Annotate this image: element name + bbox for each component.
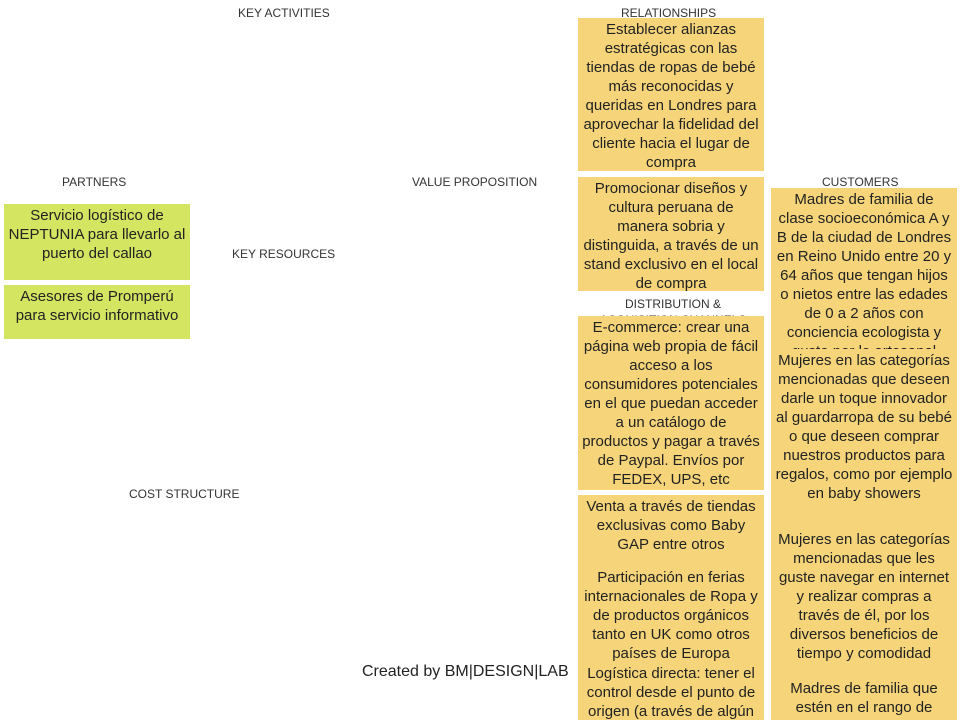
value-proposition-header: VALUE PROPOSITION xyxy=(412,175,538,189)
key-resources-header: KEY RESOURCES xyxy=(232,247,336,261)
key-activities-header: KEY ACTIVITIES xyxy=(238,6,330,20)
channel-note: Logística directa: tener el control desd… xyxy=(578,662,764,720)
partner-note: Asesores de Promperú para servicio infor… xyxy=(4,285,190,339)
customer-note: Madres de familia que estén en el rango … xyxy=(771,677,957,720)
customer-note: Mujeres en las categorías mencionadas qu… xyxy=(771,528,957,679)
customers-header: CUSTOMERS xyxy=(822,175,899,189)
customer-note: Madres de familia de clase socioeconómic… xyxy=(771,188,957,379)
partner-note: Servicio logístico de NEPTUNIA para llev… xyxy=(4,204,190,280)
customer-note: Mujeres en las categorías mencionadas qu… xyxy=(771,349,957,539)
channel-note: Venta a través de tiendas exclusivas com… xyxy=(578,495,764,568)
relationship-note: Establecer alianzas estratégicas con las… xyxy=(578,18,764,171)
footer-credit: Created by BM|DESIGN|LAB xyxy=(362,663,569,680)
cost-structure-header: COST STRUCTURE xyxy=(129,487,240,501)
partners-header: PARTNERS xyxy=(62,175,127,189)
relationship-note: Promocionar diseños y cultura peruana de… xyxy=(578,177,764,291)
relationships-header: RELATIONSHIPS xyxy=(621,6,717,20)
channel-note: E-commerce: crear una página web propia … xyxy=(578,316,764,490)
channel-note: Participación en ferias internacionales … xyxy=(578,566,764,669)
